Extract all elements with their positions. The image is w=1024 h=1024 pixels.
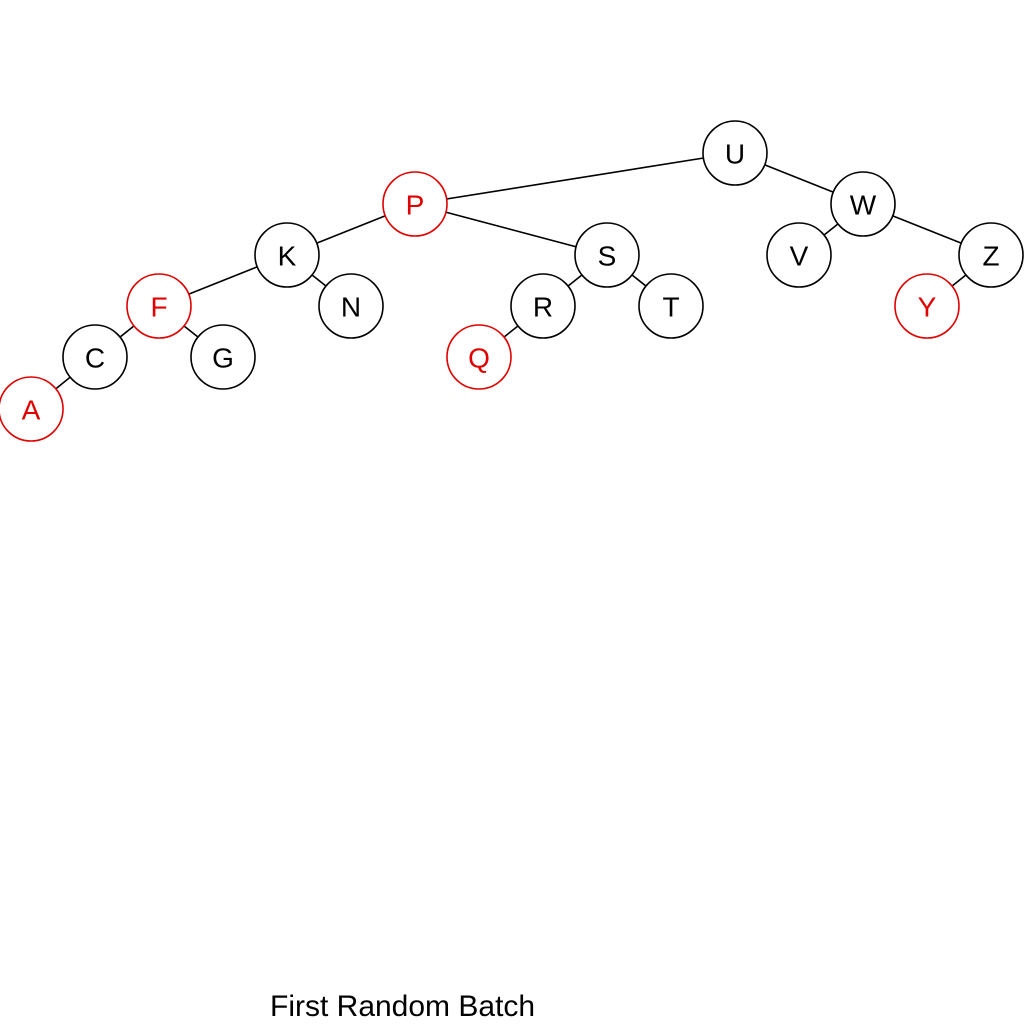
node-label: G xyxy=(212,343,234,374)
node-circle xyxy=(702,120,768,186)
node-circle xyxy=(126,273,192,339)
node-circle xyxy=(318,273,384,339)
node-label: Y xyxy=(918,292,937,323)
tree-node-y: Y xyxy=(894,273,960,339)
node-label: T xyxy=(662,292,679,323)
node-circle xyxy=(510,273,576,339)
node-circle xyxy=(638,273,704,339)
edge-u-p xyxy=(414,152,736,205)
node-label: K xyxy=(278,241,297,272)
node-circle xyxy=(254,222,320,288)
tree-node-z: Z xyxy=(958,222,1024,288)
tree-node-r: R xyxy=(510,273,576,339)
node-circle xyxy=(62,324,128,390)
tree-nodes: U P W K S V Z F N R T Y C G Q A xyxy=(0,120,1024,442)
node-label: N xyxy=(341,292,361,323)
node-label: U xyxy=(725,139,745,170)
tree-node-k: K xyxy=(254,222,320,288)
node-label: P xyxy=(406,190,425,221)
node-circle xyxy=(958,222,1024,288)
node-label: V xyxy=(790,241,809,272)
node-circle xyxy=(830,171,896,237)
tree-node-v: V xyxy=(766,222,832,288)
tree-node-q: Q xyxy=(446,324,512,390)
node-circle xyxy=(190,324,256,390)
node-label: W xyxy=(850,190,877,221)
node-label: C xyxy=(85,343,105,374)
edge-p-s xyxy=(414,203,608,256)
tree-node-w: W xyxy=(830,171,896,237)
node-circle xyxy=(766,222,832,288)
node-circle xyxy=(574,222,640,288)
node-circle xyxy=(0,376,64,442)
tree-node-s: S xyxy=(574,222,640,288)
node-circle xyxy=(894,273,960,339)
tree-node-f: F xyxy=(126,273,192,339)
tree-node-p: P xyxy=(382,171,448,237)
node-label: R xyxy=(533,292,553,323)
node-label: S xyxy=(598,241,617,272)
node-circle xyxy=(382,171,448,237)
diagram-caption: First Random Batch xyxy=(270,990,536,1023)
node-label: Z xyxy=(982,241,999,272)
node-label: A xyxy=(22,395,41,426)
tree-node-n: N xyxy=(318,273,384,339)
tree-node-a: A xyxy=(0,376,64,442)
node-label: Q xyxy=(468,343,490,374)
node-label: F xyxy=(150,292,167,323)
tree-node-t: T xyxy=(638,273,704,339)
tree-node-u: U xyxy=(702,120,768,186)
tree-node-c: C xyxy=(62,324,128,390)
node-circle xyxy=(446,324,512,390)
tree-node-g: G xyxy=(190,324,256,390)
